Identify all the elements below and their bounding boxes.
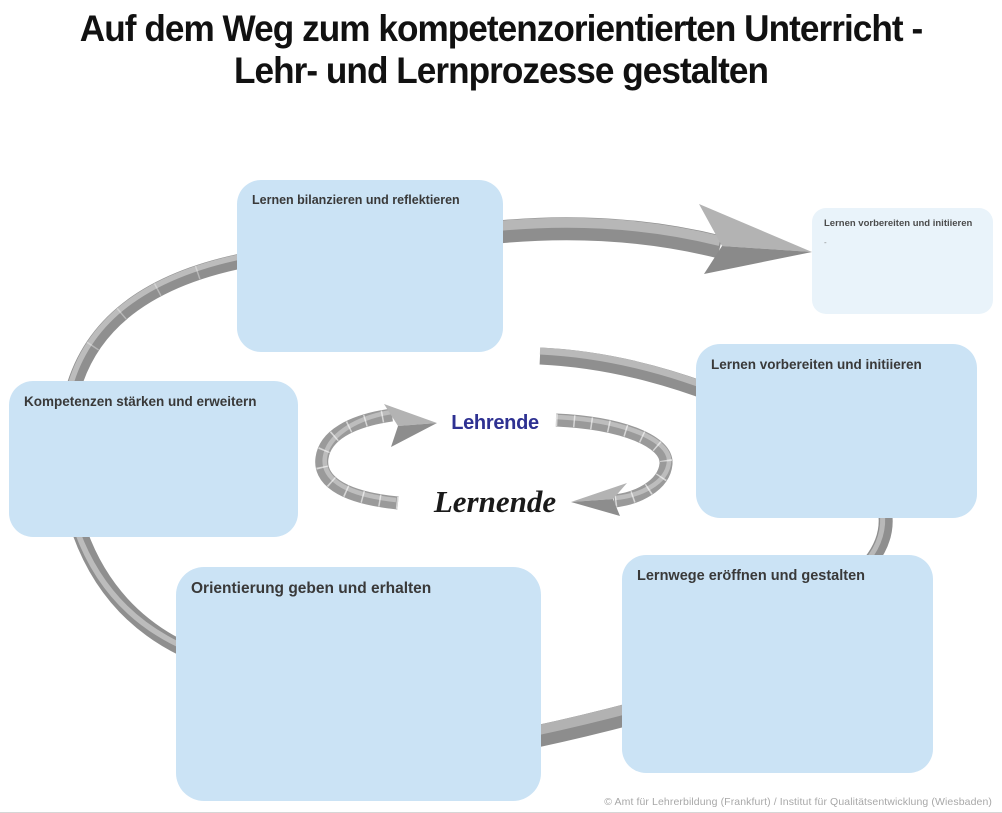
lernende-label: Lernende — [433, 484, 557, 519]
box-lernwege-eroeffnen: Lernwege eröffnen und gestalten — [622, 555, 933, 773]
title-line-1: Auf dem Weg zum kompetenzorientierten Un… — [79, 8, 923, 49]
title-line-2: Lehr- und Lernprozesse gestalten — [233, 49, 769, 91]
box-kompetenzen-staerken: Kompetenzen stärken und erweitern — [9, 381, 298, 537]
page-title: Auf dem Weg zum kompetenzorientierten Un… — [25, 8, 977, 92]
box-lernen-vorbereiten: Lernen vorbereiten und initiieren — [696, 344, 977, 518]
lehrende-label: Lehrende — [451, 412, 539, 434]
box-label: Lernen vorbereiten und initiieren — [711, 357, 922, 372]
cycle-arc-upper-left-icon — [66, 252, 248, 389]
cycle-arc-upper-right-icon — [539, 347, 718, 402]
box-note: - — [824, 238, 827, 247]
box-label: Orientierung geben und erhalten — [191, 580, 432, 597]
box-label: Lernwege eröffnen und gestalten — [637, 568, 865, 584]
box-label: Kompetenzen stärken und erweitern — [24, 394, 257, 409]
box-orientierung-geben: Orientierung geben und erhalten — [176, 567, 541, 801]
center-cycle-arrow-left-icon — [315, 404, 437, 510]
center-cycle-arrow-right-icon — [555, 413, 673, 516]
box-lernen-bilanzieren: Lernen bilanzieren und reflektieren — [237, 180, 503, 352]
box-label: Lernen bilanzieren und reflektieren — [252, 193, 460, 207]
box-lernen-vorbereiten-small: Lernen vorbereiten und initiieren - — [812, 208, 993, 314]
copyright-credit: © Amt für Lehrerbildung (Frankfurt) / In… — [604, 796, 992, 808]
flow-arrow-top-icon — [496, 204, 812, 274]
box-label: Lernen vorbereiten und initiieren — [824, 218, 973, 229]
cycle-arc-bottom-icon — [531, 702, 637, 748]
